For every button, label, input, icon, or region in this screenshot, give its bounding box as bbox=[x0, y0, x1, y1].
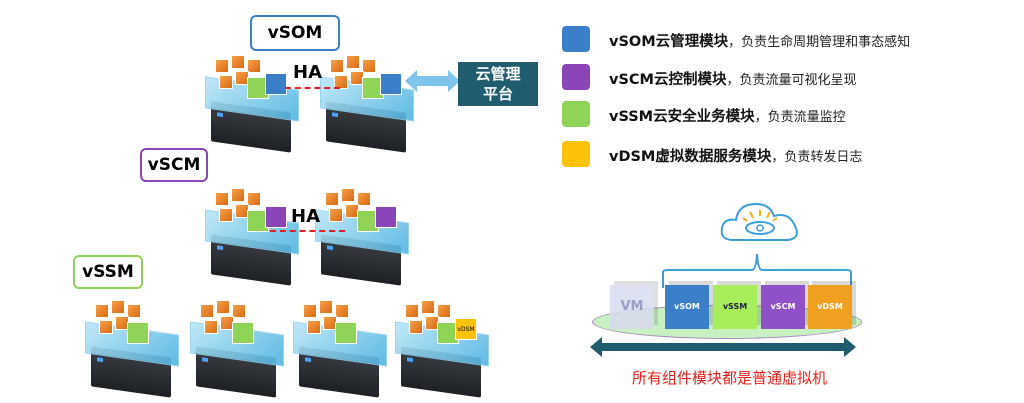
vm-mini-cube bbox=[95, 304, 109, 318]
vm-mini-cube bbox=[357, 192, 371, 206]
server-node bbox=[293, 290, 387, 398]
vm-mini-cube bbox=[319, 300, 333, 314]
legend-swatch-vscm bbox=[562, 64, 590, 90]
vm-mini-cube bbox=[307, 320, 321, 334]
server-node bbox=[315, 178, 409, 286]
cloud-platform-line1: 云管理 bbox=[475, 65, 521, 83]
vm-mini-cube bbox=[219, 208, 233, 222]
vm-mini-cube bbox=[127, 304, 141, 318]
server-node bbox=[85, 290, 179, 398]
vssm-callout: vSSM bbox=[73, 255, 143, 289]
vm-cube-vscm: vSCM bbox=[761, 285, 805, 329]
vm-mini-cube bbox=[325, 192, 339, 206]
server-node bbox=[205, 178, 299, 286]
vssm-block bbox=[232, 322, 254, 344]
server-node bbox=[190, 290, 284, 398]
vm-mini-cube bbox=[247, 59, 261, 73]
vm-mini-cube bbox=[330, 59, 344, 73]
vm-mini-cube bbox=[231, 188, 245, 202]
vm-mini-cube bbox=[247, 192, 261, 206]
module-block bbox=[265, 73, 287, 95]
vm-mini-cube bbox=[231, 55, 245, 69]
double-arrow-icon bbox=[405, 70, 460, 92]
vm-mini-cube bbox=[341, 188, 355, 202]
vm-cube-vdsm: vDSM bbox=[808, 285, 852, 329]
legend-item-vscm: vSCM云控制模块，负责流量可视化呈现 bbox=[609, 72, 857, 88]
legend-swatch-vsom bbox=[562, 26, 590, 52]
vm-mini-cube bbox=[216, 300, 230, 314]
vm-mini-cube bbox=[232, 304, 246, 318]
cloud-platform-line2: 平台 bbox=[482, 85, 513, 103]
vssm-block bbox=[127, 322, 149, 344]
vm-cube-vssm: vSSM bbox=[713, 285, 757, 329]
vm-mini-cube bbox=[204, 320, 218, 334]
ha-label-middle: HA bbox=[291, 206, 320, 227]
vm-mini-cube bbox=[362, 59, 376, 73]
vm-mini-cube bbox=[303, 304, 317, 318]
vm-mini-cube bbox=[200, 304, 214, 318]
vm-mini-cube bbox=[437, 304, 451, 318]
vm-mini-cube bbox=[99, 320, 113, 334]
vm-mini-cube bbox=[329, 208, 343, 222]
legend-swatch-vdsm bbox=[562, 141, 590, 167]
cloud-platform-box: 云管理 平台 bbox=[458, 62, 538, 106]
module-block bbox=[380, 73, 402, 95]
vsom-callout: vSOM bbox=[250, 15, 340, 51]
module-block: vDSM bbox=[455, 318, 477, 340]
group-bracket bbox=[662, 253, 852, 288]
ha-link-top bbox=[285, 87, 340, 89]
vm-mini-cube bbox=[334, 75, 348, 89]
vm-cube-vm: VM bbox=[610, 285, 654, 329]
vm-mini-cube bbox=[219, 75, 233, 89]
legend-item-vsom: vSOM云管理模块，负责生命周期管理和事态感知 bbox=[609, 34, 911, 50]
cloud-eye-icon bbox=[720, 202, 798, 241]
vm-mini-cube bbox=[215, 59, 229, 73]
footer-caption: 所有组件模块都是普通虚拟机 bbox=[632, 369, 828, 387]
legend-swatch-vssm bbox=[562, 101, 590, 127]
vm-cube-vsom: vSOM bbox=[665, 285, 709, 329]
legend-item-vssm: vSSM云安全业务模块，负责流量监控 bbox=[609, 109, 846, 125]
module-block bbox=[265, 206, 287, 228]
vm-mini-cube bbox=[409, 320, 423, 334]
legend-item-vdsm: vDSM虚拟数据服务模块，负责转发日志 bbox=[609, 149, 863, 165]
vm-mini-cube bbox=[421, 300, 435, 314]
vssm-block bbox=[335, 322, 357, 344]
vm-mini-cube bbox=[111, 300, 125, 314]
vscm-callout: vSCM bbox=[140, 148, 208, 182]
server-node bbox=[320, 45, 414, 153]
vm-mini-cube bbox=[335, 304, 349, 318]
server-node bbox=[205, 45, 299, 153]
vm-mini-cube bbox=[215, 192, 229, 206]
server-node: vDSM bbox=[395, 290, 489, 398]
ha-label-top: HA bbox=[293, 62, 322, 83]
module-block bbox=[375, 206, 397, 228]
horizontal-double-arrow-icon bbox=[590, 337, 856, 357]
vm-mini-cube bbox=[346, 55, 360, 69]
ha-link-middle bbox=[270, 230, 345, 232]
vm-mini-cube bbox=[405, 304, 419, 318]
